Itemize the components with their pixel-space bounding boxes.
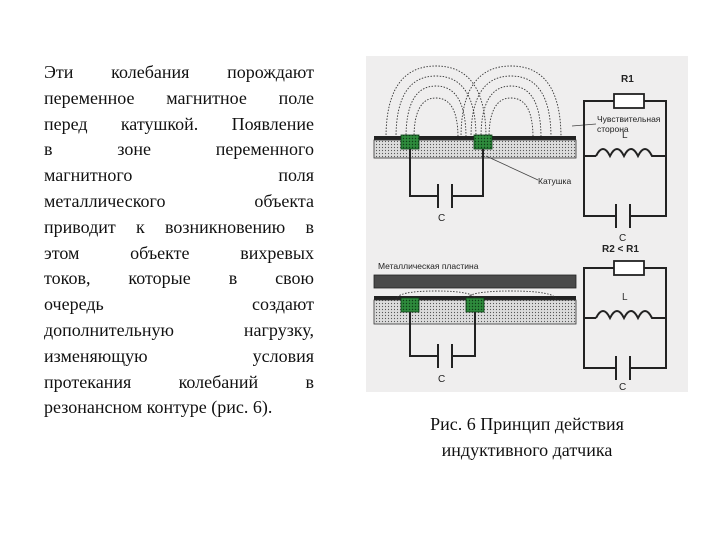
- paragraph-line: изменяющую условия: [44, 345, 314, 366]
- r2-lt-r1-label: R2 < R1: [602, 244, 639, 255]
- coil-winding-left: [400, 134, 420, 150]
- inductor-l-bottom: [595, 310, 654, 321]
- paragraph-line: в зоне переменного: [44, 139, 314, 160]
- coil-label: Катушка: [538, 176, 571, 186]
- capacitor-bottom-right-label: C: [619, 382, 626, 392]
- paragraph-line: металлического объекта: [44, 190, 314, 211]
- sensitive-side-label-line1: Чувствительная: [597, 114, 661, 124]
- resistor-r2: [613, 260, 645, 276]
- figure-caption: Рис. 6 Принцип действия индуктивного дат…: [366, 411, 688, 463]
- inductor-l-top: [595, 148, 654, 159]
- paragraph-line: токов, которые в свою: [44, 268, 314, 289]
- capacitor-top-right-label: C: [619, 233, 626, 244]
- inductor-top-label: L: [622, 130, 628, 141]
- inductive-sensor-figure: C Чувствительная сторона Катушка R1 L C …: [366, 56, 688, 392]
- metal-plate: [373, 274, 577, 289]
- r1-label: R1: [621, 74, 634, 85]
- paragraph-line: магнитного поля: [44, 165, 314, 186]
- paragraph-line: дополнительную нагрузку,: [44, 319, 314, 340]
- inductor-bottom-label: L: [622, 292, 628, 303]
- bottom-right-circuit-wires: [583, 267, 667, 380]
- paragraph-line: резонансном контуре (рис. 6).: [44, 397, 273, 418]
- field-lines: [385, 65, 562, 139]
- top-right-circuit-wires: [583, 100, 667, 228]
- compressed-field-lines: [395, 290, 557, 301]
- sensitive-side-label-line2: сторона: [597, 124, 629, 134]
- sensor-diagram: C Чувствительная сторона Катушка R1 L C …: [373, 65, 667, 392]
- coil-winding-right-bottom: [465, 297, 485, 313]
- bottom-left-circuit-wires: [409, 312, 476, 368]
- paragraph-line: этом объекте вихревых: [44, 242, 314, 263]
- paragraph-line: перед катушкой. Появление: [44, 113, 314, 134]
- paragraph-line: Эти колебания порождают: [44, 62, 314, 82]
- resistor-r1: [613, 93, 645, 109]
- caption-line-1: Рис. 6 Принцип действия: [430, 414, 624, 434]
- body-paragraph: Эти колебания порождают переменное магни…: [44, 60, 314, 421]
- coil-winding-left-bottom: [400, 297, 420, 313]
- top-left-capacitor-label: C: [438, 213, 445, 224]
- svg-text:C: C: [438, 213, 445, 224]
- paragraph-line: приводит к возникновению в: [44, 216, 314, 237]
- paragraph-line: очередь создают: [44, 294, 314, 315]
- metal-plate-label: Металлическая пластина: [378, 261, 479, 271]
- caption-line-2: индуктивного датчика: [441, 440, 613, 460]
- coil-winding-right: [473, 134, 493, 150]
- capacitor-bottom-left-label: C: [438, 374, 445, 385]
- paragraph-line: переменное магнитное поле: [44, 87, 314, 108]
- top-left-circuit-wires: [409, 149, 484, 208]
- paragraph-line: протекания колебаний в: [44, 371, 314, 392]
